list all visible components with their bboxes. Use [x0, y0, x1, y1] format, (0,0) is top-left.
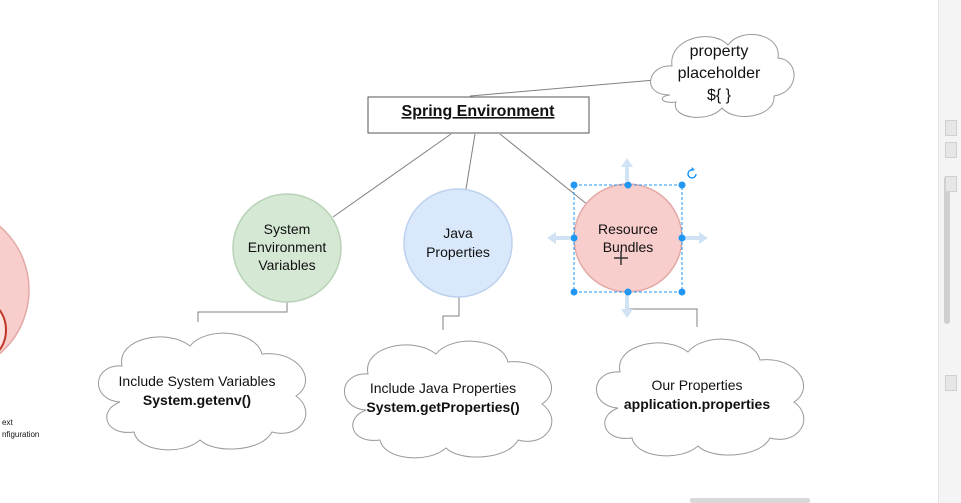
panel-icon[interactable] [945, 176, 957, 192]
left-fragment-text-2: nfiguration [2, 430, 39, 439]
system-env-line-1: System [264, 221, 311, 237]
selection-hover-arrows[interactable] [547, 158, 708, 318]
handle-left [570, 234, 578, 242]
handle-top [624, 181, 632, 189]
spring-environment-label: Spring Environment [402, 103, 556, 120]
placeholder-line-3: ${ } [707, 87, 732, 104]
connector-system-cloud [197, 302, 288, 322]
spring-environment-box[interactable] [367, 96, 590, 134]
handle-bottom-left [570, 288, 578, 296]
handle-top-right [678, 181, 686, 189]
connector-root-resource [499, 133, 589, 206]
rotate-icon[interactable] [687, 167, 697, 179]
resource-bundles-line-2: Bundles [603, 239, 654, 255]
panel-icon[interactable] [945, 142, 957, 158]
connector-resource-cloud [626, 292, 698, 327]
connector-root-java [465, 133, 476, 190]
left-fragment-text-1: ext [2, 418, 13, 427]
left-partial-shape[interactable] [0, 206, 30, 374]
connectors [197, 79, 698, 330]
arrow-right-icon [685, 232, 708, 244]
system-cloud[interactable] [98, 332, 307, 451]
selection-handles[interactable] [570, 181, 686, 296]
java-props-line-2: Properties [426, 244, 490, 260]
placeholder-line-2: placeholder [678, 65, 761, 82]
java-cloud-line-1: Include Java Properties [370, 380, 516, 396]
our-cloud-line-1: Our Properties [651, 377, 742, 393]
connector-placeholder-root [469, 79, 656, 97]
vertical-scroll-thumb[interactable] [944, 176, 950, 324]
handle-bottom [624, 288, 632, 296]
handle-right [678, 234, 686, 242]
placeholder-cloud[interactable] [650, 33, 795, 118]
resource-bundles-line-1: Resource [598, 221, 658, 237]
horizontal-scroll-thumb[interactable] [690, 498, 810, 503]
java-props-circle[interactable] [403, 188, 513, 298]
system-cloud-line-1: Include System Variables [119, 373, 276, 389]
system-env-circle[interactable] [232, 193, 342, 303]
java-cloud-line-2: System.getProperties() [366, 399, 519, 415]
system-env-line-2: Environment [248, 239, 327, 255]
system-cloud-line-2: System.getenv() [143, 392, 251, 408]
arrow-left-icon [547, 232, 570, 244]
panel-icon[interactable] [945, 375, 957, 391]
our-properties-cloud[interactable] [596, 338, 805, 457]
handle-bottom-right [678, 288, 686, 296]
handle-top-left [570, 181, 578, 189]
connector-root-system [332, 133, 452, 218]
java-cloud[interactable] [344, 340, 553, 459]
our-cloud-line-2: application.properties [624, 396, 770, 412]
java-props-line-1: Java [443, 225, 473, 241]
panel-icon[interactable] [945, 120, 957, 136]
arrow-up-icon [621, 158, 633, 181]
connector-java-cloud [442, 297, 460, 330]
resource-bundles-circle[interactable] [573, 183, 683, 293]
move-cursor-icon [614, 251, 628, 265]
placeholder-line-1: property [690, 43, 749, 60]
arrow-down-icon [621, 295, 633, 318]
system-env-line-3: Variables [258, 257, 315, 273]
